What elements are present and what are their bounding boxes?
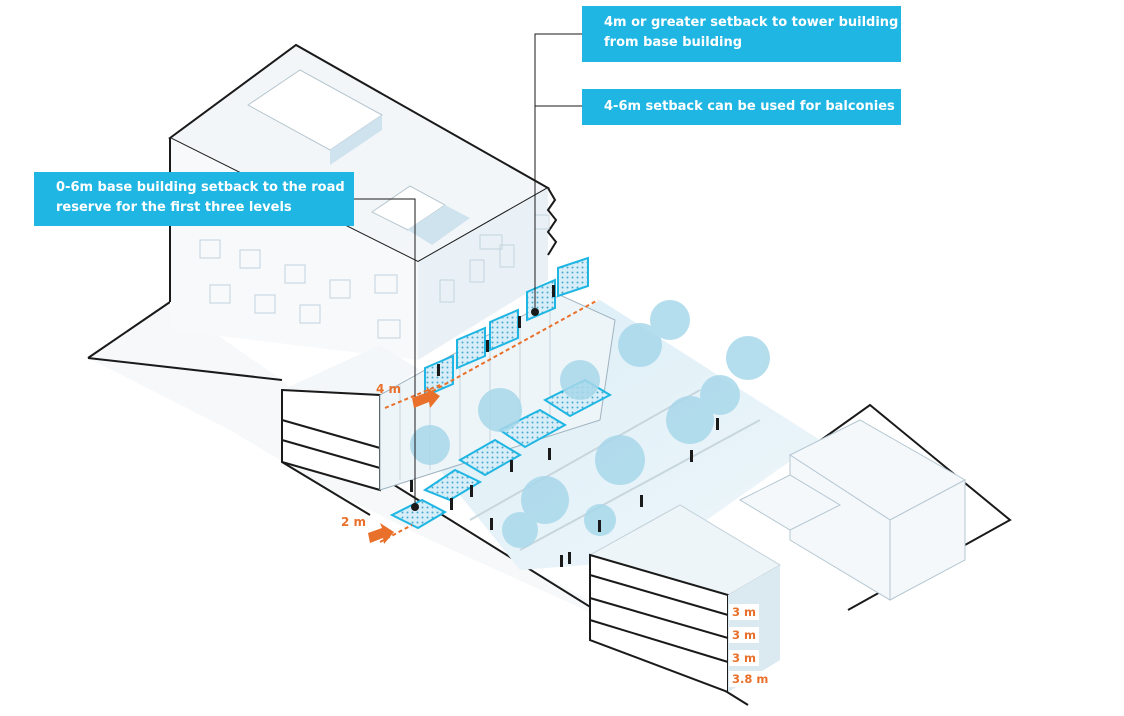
floor-height-label: 3 m (729, 650, 759, 666)
callout-tower-setback-line1: 4m or greater setback to tower building (604, 15, 899, 30)
dimension-label-upper: 4 m (376, 382, 402, 396)
trees (410, 300, 770, 548)
balconies (424, 256, 589, 398)
callout-base-setback-line1: 0-6m base building setback to the road (56, 180, 345, 195)
people (410, 285, 719, 567)
floor-height-label: 3.8 m (729, 671, 772, 687)
leader-dot-lower (411, 503, 419, 511)
dimension-arrows (368, 384, 441, 544)
houses (738, 419, 967, 601)
callout-base-setback: 0-6m base building setback to the road r… (34, 172, 354, 226)
floor-height-label: 3 m (729, 604, 759, 620)
callout-balconies-line1: 4-6m setback can be used for balconies (604, 99, 895, 114)
callout-tower-setback: 4m or greater setback to tower building … (582, 6, 901, 62)
leader-dot-upper (531, 308, 539, 316)
callout-tower-setback-line2: from base building (604, 35, 743, 50)
floor-height-label: 3 m (729, 627, 759, 643)
dimension-label-lower: 2 m (341, 515, 367, 529)
callout-base-setback-line2: reserve for the first three levels (56, 200, 292, 215)
callout-balconies: 4-6m setback can be used for balconies (582, 89, 901, 125)
